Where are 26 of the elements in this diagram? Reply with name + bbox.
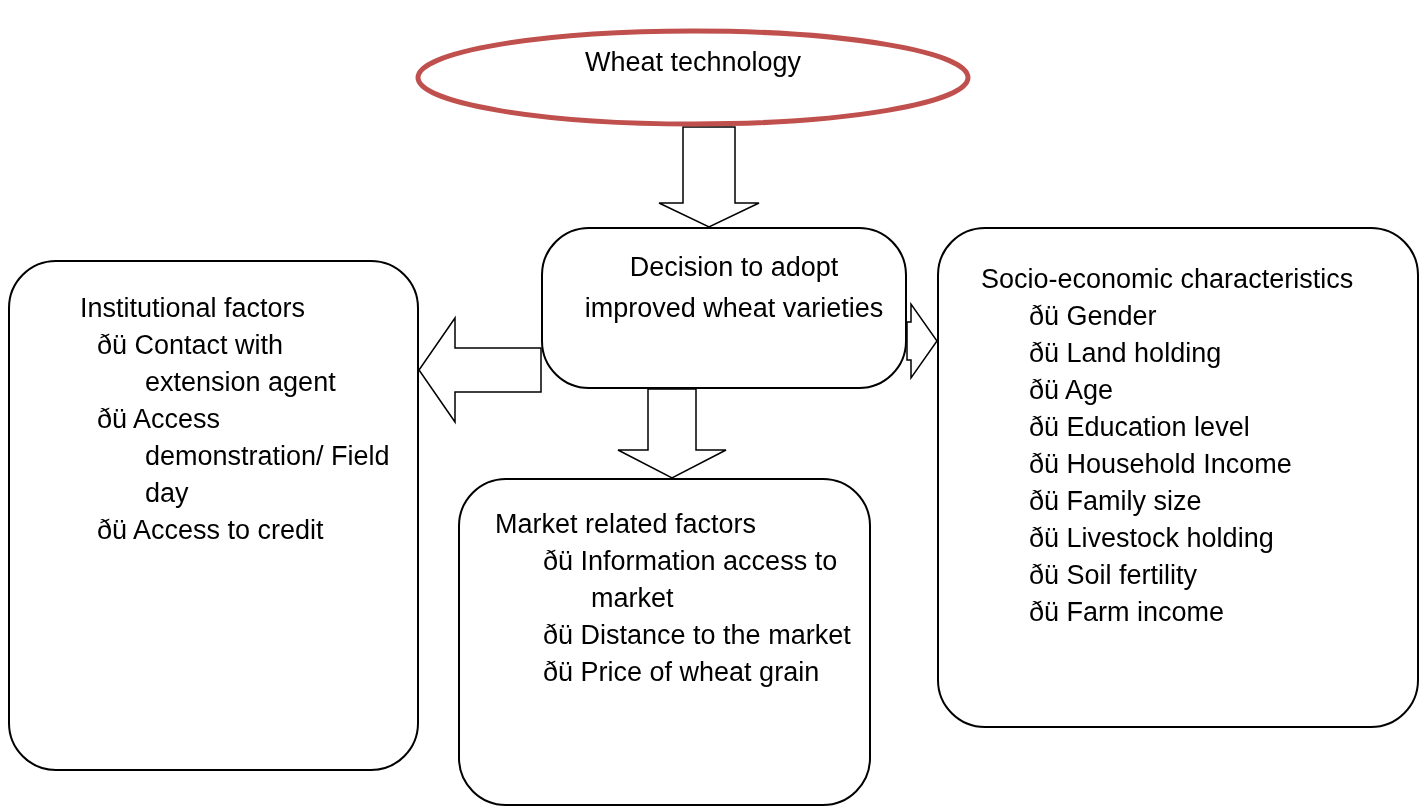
block-arrow xyxy=(617,388,727,479)
bullet-item: ðü Distance to the market xyxy=(543,619,852,652)
bullet-item: ðü Soil fertility xyxy=(1029,559,1199,592)
bullet-item: ðü Household Income xyxy=(1029,448,1293,481)
node-heading: Market related factors xyxy=(495,508,758,541)
node-heading: Socio-economic characteristics xyxy=(981,263,1355,296)
node-heading: Institutional factors xyxy=(80,292,307,325)
bullet-item: ðü Price of wheat grain xyxy=(543,656,821,689)
block-arrow xyxy=(418,315,542,425)
bullet-item: ðü Age xyxy=(1029,374,1115,407)
bullet-item: ðü Livestock holding xyxy=(1029,522,1275,555)
rounded-box xyxy=(458,478,871,806)
node-heading: Wheat technology xyxy=(583,46,803,79)
rounded-box xyxy=(937,227,1419,728)
rounded-box xyxy=(541,227,907,389)
bullet-item: ðü Land holding xyxy=(1029,337,1223,370)
bullet-item: ðü Family size xyxy=(1029,485,1203,518)
rounded-box xyxy=(8,260,419,771)
oval-node xyxy=(415,28,971,127)
bullet-item: ðü Gender xyxy=(1029,300,1158,333)
bullet-item: ðü Access to credit xyxy=(97,514,325,547)
block-arrow xyxy=(906,301,938,381)
bullet-item: ðü Farm income xyxy=(1029,596,1226,629)
block-arrow xyxy=(658,126,760,228)
node-heading: Decision to adopt improved wheat varieties xyxy=(583,251,885,325)
bullet-item: ðü Education level xyxy=(1029,411,1251,444)
